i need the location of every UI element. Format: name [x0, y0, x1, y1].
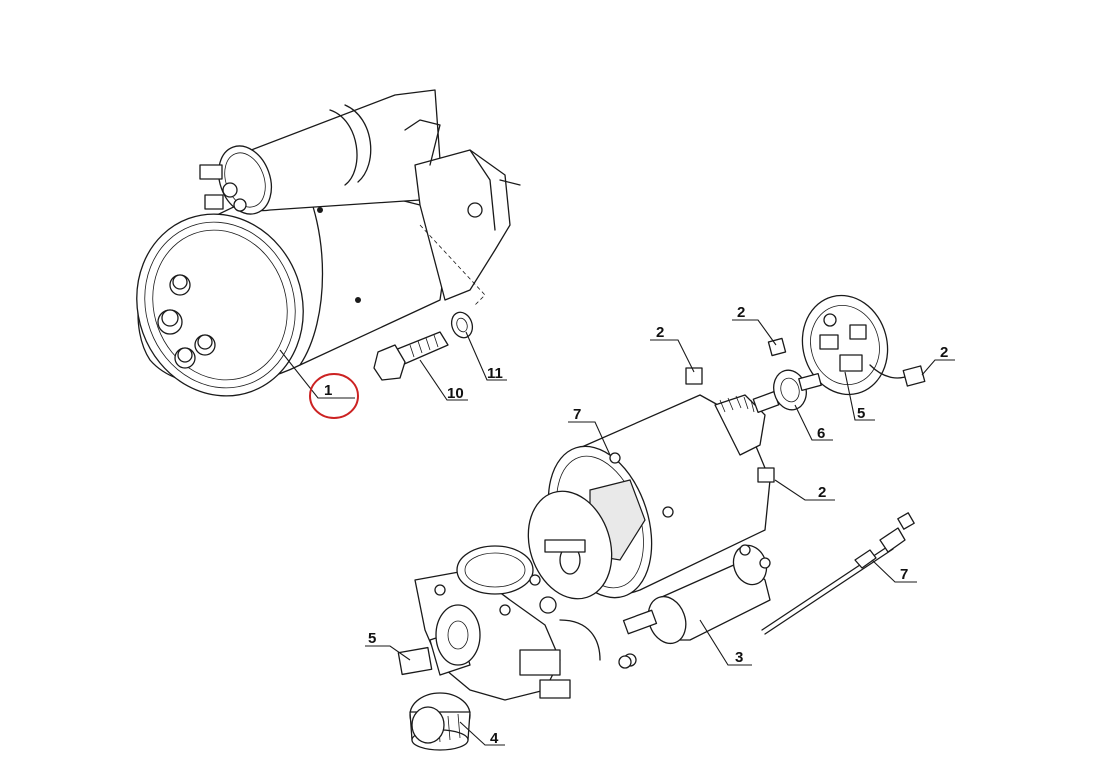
callout-3[interactable]: 3 — [735, 649, 743, 666]
callout-labels: 1 10 11 2 2 2 2 7 7 5 5 6 3 4 — [324, 304, 948, 747]
assembled-starter-motor — [136, 89, 521, 397]
callout-2-mid-right[interactable]: 2 — [818, 484, 826, 501]
callout-7-right[interactable]: 7 — [900, 566, 908, 583]
callout-2-top-middle[interactable]: 2 — [656, 324, 664, 341]
brush-block-2 — [902, 365, 926, 387]
brush-holder-plate — [801, 294, 911, 396]
exploded-view — [397, 294, 926, 751]
pinion-gear-part-4 — [409, 692, 471, 751]
brush-block-4 — [757, 467, 775, 483]
callout-6[interactable]: 6 — [817, 425, 825, 442]
callout-11[interactable]: 11 — [487, 365, 503, 382]
callout-1[interactable]: 1 — [324, 382, 332, 399]
callout-2-right[interactable]: 2 — [940, 344, 948, 361]
callout-7-left[interactable]: 7 — [573, 406, 581, 423]
callout-5-lower[interactable]: 5 — [368, 630, 376, 647]
through-bolt-part-7 — [761, 512, 915, 635]
highlight-circle — [309, 373, 359, 419]
bolt-part-10 — [373, 331, 449, 381]
leader-lines — [279, 319, 955, 746]
bushing-part-6 — [773, 369, 822, 411]
solenoid-part-3 — [622, 544, 771, 667]
callout-5-upper[interactable]: 5 — [857, 405, 865, 422]
callout-10[interactable]: 10 — [447, 385, 464, 402]
drive-end-housing-part-5 — [397, 545, 632, 701]
washer-part-11 — [450, 311, 474, 339]
brush-block-1 — [767, 337, 787, 357]
brush-block-3 — [685, 367, 703, 385]
callout-4[interactable]: 4 — [490, 730, 499, 747]
callout-2-top[interactable]: 2 — [737, 304, 745, 321]
end-cap-bolts — [157, 274, 216, 369]
